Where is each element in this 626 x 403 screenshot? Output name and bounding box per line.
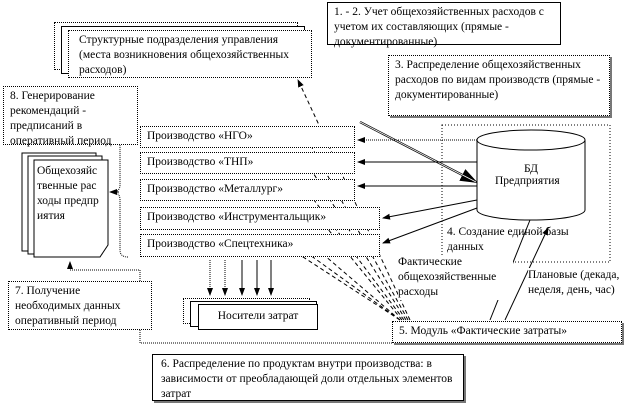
document-stack-icon xyxy=(21,152,109,258)
production-metallurg: Производство «Металлург» xyxy=(140,179,355,201)
planned-label: Плановые (декада, неделя, день, час) xyxy=(528,268,624,298)
database-title: БД xyxy=(523,163,538,175)
cost-carriers-box: Носители затрат xyxy=(198,304,318,330)
database-subtitle: Предприятия xyxy=(495,175,560,187)
production-instrumentalshchik: Производство «Инструментальщик» xyxy=(140,207,380,230)
production-ngo: Производство «НГО» xyxy=(140,126,355,148)
database-region xyxy=(441,124,611,263)
product-distribution-box: 6. Распределение по продуктам внутри про… xyxy=(152,354,464,401)
recommendations-box: 8. Генерирование рекомендаций - предписа… xyxy=(3,86,138,147)
production-tnp: Производство «ТНП» xyxy=(140,152,355,174)
database-caption: 4. Создание единой базы данных xyxy=(447,226,569,253)
enterprise-costs-label: Общехозяйственные расходы предприятия xyxy=(37,165,99,222)
distribution-box: 3. Распределение общехозяйственных расхо… xyxy=(388,55,610,116)
module-box: 5. Модуль «Фактические затраты» xyxy=(392,321,622,343)
obtaining-data-box: 7. Получение необходимых данных оператив… xyxy=(8,281,152,330)
structural-units-box: Структурные подразделения управления (ме… xyxy=(68,30,312,78)
accounting-box: 1. - 2. Учет общехозяйственных расходов … xyxy=(327,2,561,48)
actual-costs-label: Фактические общехозяйственные расходы xyxy=(398,255,513,300)
production-spetstekhnika: Производство «Спецтехника» xyxy=(140,234,380,257)
database-cylinder xyxy=(476,129,586,221)
